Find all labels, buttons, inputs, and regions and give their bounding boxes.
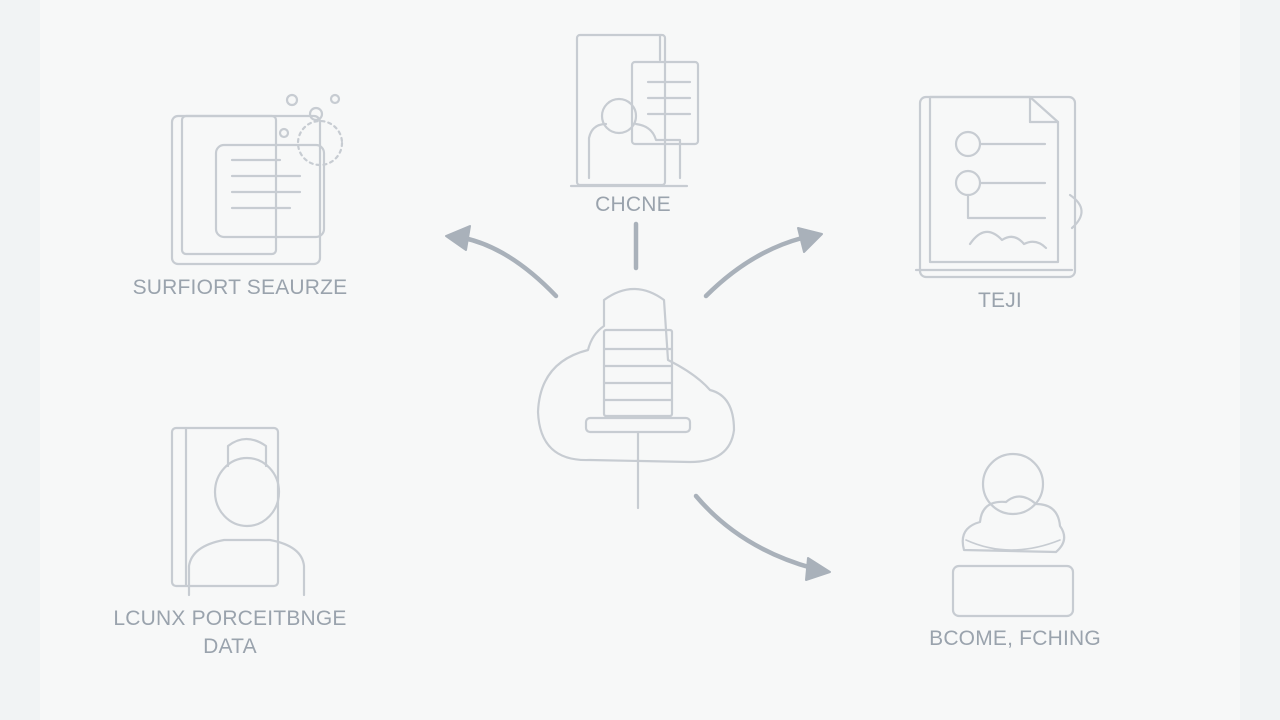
- node-label-top: CHCNE: [595, 193, 671, 216]
- node-label-bottom-right: BCOME, FCHING: [929, 627, 1101, 650]
- cloud-database-icon: [536, 288, 736, 510]
- node-label-bottom-left-line1: LCUNX PORCEITBNGE: [113, 607, 347, 630]
- cloud-box-icon: [951, 452, 1075, 618]
- node-label-top-left: SURFIORT SEAURZE: [132, 276, 348, 299]
- node-label-top-right: TEJI: [978, 289, 1022, 312]
- arrow-bottom-right: [693, 493, 815, 571]
- diagram-canvas: [40, 0, 1240, 720]
- document-list-icon: [914, 95, 1083, 279]
- arrow-top-right: [703, 235, 805, 299]
- node-label-bottom-left: LCUNX PORCEITBNGE DATA: [80, 605, 380, 661]
- connectors: [445, 221, 831, 581]
- arrow-top-left: [461, 235, 559, 299]
- person-profile-icon: [170, 426, 306, 597]
- stacked-documents-icon: [170, 93, 344, 266]
- document-person-icon: [569, 33, 700, 188]
- node-label-bottom-left-line2: DATA: [203, 635, 257, 658]
